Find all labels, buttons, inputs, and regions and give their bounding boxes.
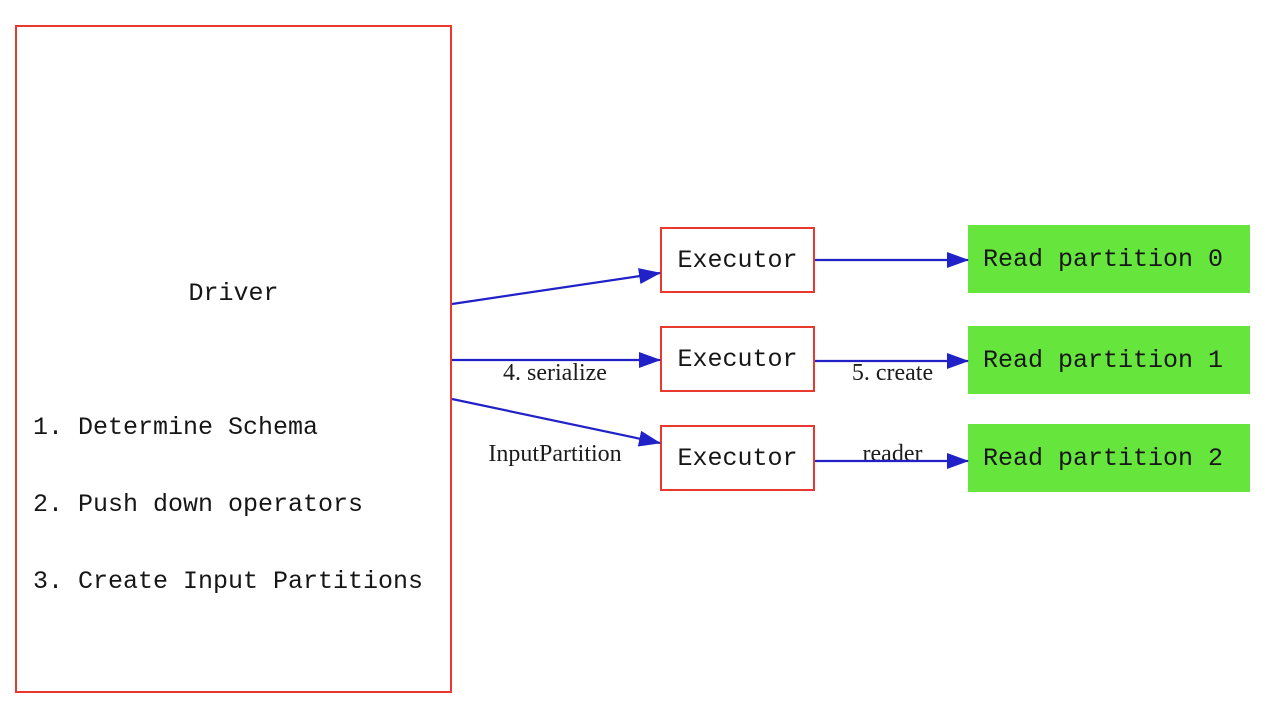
edge-label-reader-line1: 5. create (851, 360, 934, 386)
driver-step-3: 3. Create Input Partitions (33, 566, 424, 596)
read-partition-box-0: Read partition 0 (968, 225, 1250, 293)
read-partition-box-1: Read partition 1 (968, 326, 1250, 394)
driver-step-2: 2. Push down operators (33, 489, 364, 519)
edge-label-reader-line2: reader (862, 441, 923, 467)
driver-steps: 1. Determine Schema 2. Push down operato… (33, 364, 423, 646)
edge-label-serialize-line2: InputPartition (488, 441, 622, 467)
executor-box-0: Executor (660, 227, 815, 293)
driver-step-1: 1. Determine Schema (33, 413, 319, 443)
executor-box-2: Executor (660, 425, 815, 491)
driver-box (15, 25, 452, 693)
edge-label-serialize-inputpartition: 4. serialize InputPartition (455, 306, 655, 522)
arrow-driver-to-executor-0 (451, 268, 661, 306)
edge-label-serialize-line1: 4. serialize (503, 360, 607, 386)
edge-label-create-reader: 5. create reader (810, 306, 975, 522)
executor-box-1: Executor (660, 326, 815, 392)
driver-title: Driver (188, 279, 279, 308)
read-partition-box-2: Read partition 2 (968, 424, 1250, 492)
